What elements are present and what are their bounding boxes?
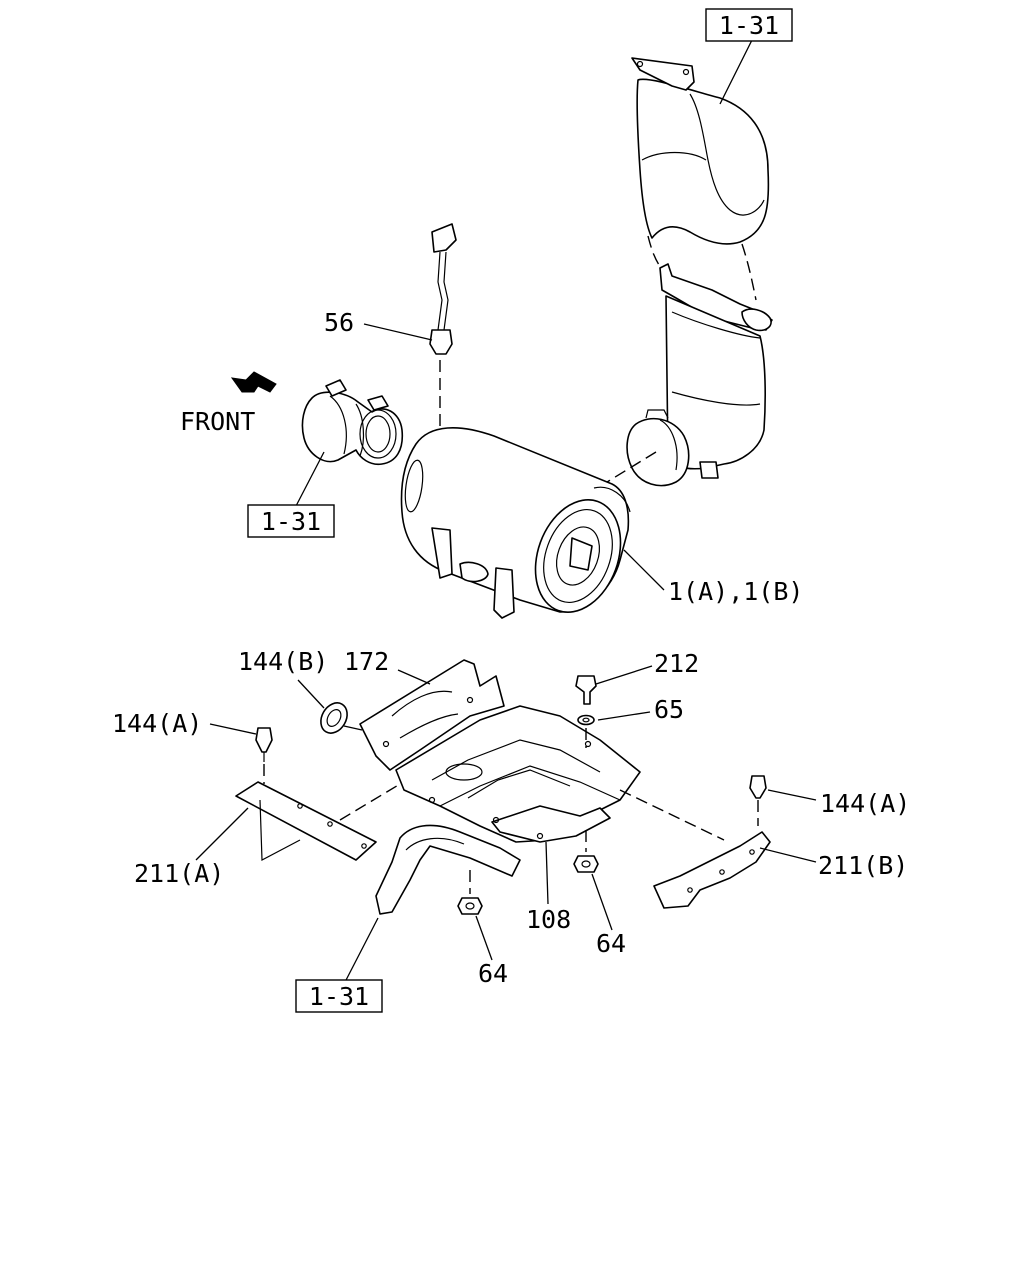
- leader-muffler: [623, 549, 665, 591]
- leader-144a-left: [209, 723, 257, 735]
- leader-ref-left: [295, 451, 325, 507]
- callout-172: 172: [344, 647, 389, 676]
- heat-shield-172: [359, 659, 505, 771]
- clip-144a-left: [255, 727, 273, 762]
- exhaust-pipe-assembly: [626, 57, 773, 487]
- front-arrow-icon: [230, 371, 277, 393]
- clip-144a-right: [749, 775, 767, 799]
- leader-212: [595, 665, 653, 685]
- leader-211b-dash: [619, 789, 725, 841]
- ref-box-left: 1-31: [247, 504, 335, 538]
- leader-64-right: [591, 873, 613, 931]
- leader-144b: [297, 679, 325, 709]
- callout-144a-left: 144(A): [112, 709, 202, 738]
- callout-56: 56: [324, 308, 354, 337]
- svg-text:1-31: 1-31: [261, 507, 321, 536]
- ref-box-bottom: 1-31: [295, 979, 383, 1013]
- svg-text:1-31: 1-31: [719, 11, 779, 40]
- front-label: FRONT: [180, 407, 255, 436]
- nut-64-right: [573, 855, 599, 873]
- lower-pipe: [375, 824, 521, 915]
- callout-64-left: 64: [478, 959, 508, 988]
- washer-65: [577, 714, 595, 726]
- leader-ref-bottom: [343, 917, 379, 985]
- muffler-body: [400, 427, 631, 619]
- callout-144a-right: 144(A): [820, 789, 910, 818]
- callout-212: 212: [654, 649, 699, 678]
- leader-211a: [195, 807, 249, 861]
- leader-64-left: [475, 915, 493, 961]
- callout-211b: 211(B): [818, 851, 908, 880]
- nut-64-left: [457, 897, 483, 915]
- bolt-212: [575, 675, 597, 705]
- coupler-clamp: [301, 379, 404, 466]
- callout-144b: 144(B): [238, 647, 328, 676]
- exhaust-sensor-56: [429, 223, 457, 355]
- leader-172: [397, 669, 431, 685]
- clip-144b: [320, 702, 363, 734]
- support-bracket-108: [395, 705, 641, 843]
- bracket-211a: [235, 781, 377, 861]
- leader-211b: [759, 847, 817, 863]
- leader-56: [363, 323, 433, 341]
- callout-64-right: 64: [596, 929, 626, 958]
- leader-ref-top: [719, 39, 753, 105]
- callout-muffler: 1(A),1(B): [668, 577, 803, 606]
- callout-108: 108: [526, 905, 571, 934]
- bracket-211b: [653, 831, 771, 909]
- leader-65: [597, 711, 651, 721]
- callout-65: 65: [654, 695, 684, 724]
- leader-144a-right: [767, 789, 817, 801]
- callout-211a: 211(A): [134, 859, 224, 888]
- leader-211a-dash: [339, 783, 401, 821]
- svg-text:1-31: 1-31: [309, 982, 369, 1011]
- leader-108: [545, 841, 549, 905]
- ref-box-top-right: 1-31: [705, 8, 793, 42]
